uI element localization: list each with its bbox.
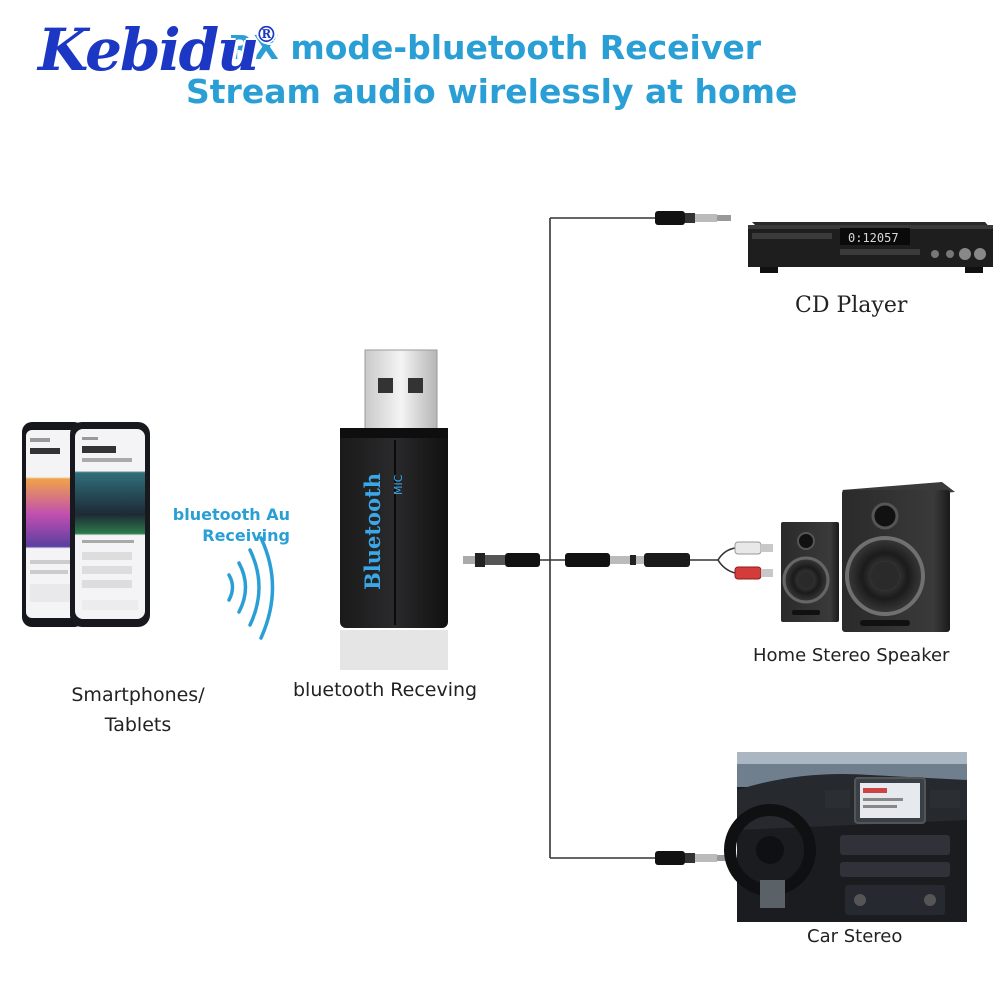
label-cd-player: CD Player [795, 293, 908, 318]
dongle-brand-text: Bluetooth [360, 473, 385, 590]
rca-plugs [734, 541, 773, 580]
audio-plug-left [463, 553, 540, 567]
label-bluetooth-receiving: bluetooth Receving [293, 679, 478, 701]
audio-cable [540, 217, 736, 859]
dongle-mic-text: MIC [392, 474, 405, 495]
label-home-stereo-speaker: Home Stereo Speaker [753, 645, 950, 666]
cd-display-text: 0:12057 [848, 231, 899, 245]
audio-plug-bottom [655, 851, 731, 865]
label-car-stereo: Car Stereo [807, 926, 903, 947]
bluetooth-receiver-dongle [340, 349, 448, 670]
smartphone-back [22, 422, 84, 627]
audio-plug-top [655, 211, 731, 225]
registered-mark: ® [255, 22, 277, 48]
small-speaker [781, 522, 839, 622]
label-smartphones-tablets: Smartphones/ Tablets [71, 684, 205, 736]
large-speaker [842, 482, 955, 632]
label-signal: bluetooth Au Receiving [172, 505, 290, 545]
brand-name: Kebidu [38, 16, 259, 84]
car-stereo-photo [724, 752, 967, 922]
cd-player-device [748, 222, 993, 273]
brand-logo: Kebidu® [38, 2, 277, 84]
audio-plug-middle [565, 553, 690, 567]
smartphone-front [70, 422, 150, 627]
title-line-1: RX mode-bluetooth Receiver [228, 28, 761, 67]
wireless-signal-icon [227, 536, 275, 640]
title-line-2: Stream audio wirelessly at home [186, 72, 798, 111]
